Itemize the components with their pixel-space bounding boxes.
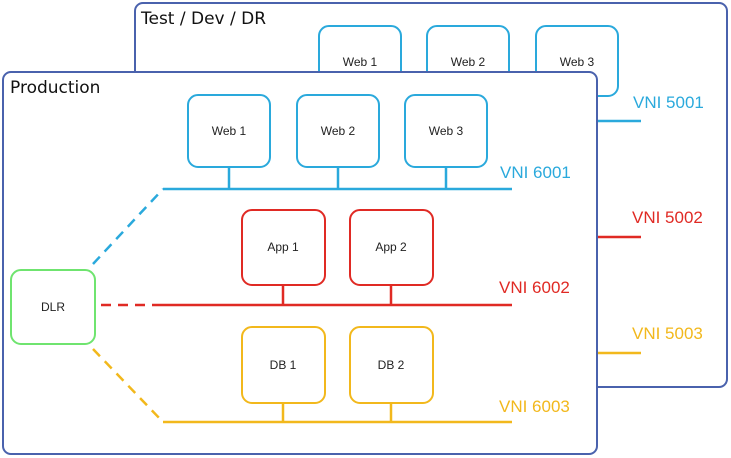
dlr-to-vni-web-link <box>92 188 164 265</box>
dlr-router-label: DLR <box>41 300 65 314</box>
vni-db-label: VNI 6003 <box>499 397 570 416</box>
app-node-2-label: App 2 <box>375 240 407 254</box>
web-node-2-label: Web 2 <box>321 124 356 138</box>
db-node-2-label: DB 2 <box>378 358 405 372</box>
back-panel-title: Test / Dev / DR <box>140 9 266 29</box>
vni-app-label: VNI 6002 <box>499 278 570 297</box>
front-panel: Production Web 1 Web 2 Web 3 VNI 6001 Ap… <box>2 71 598 455</box>
web-node-3-label: Web 3 <box>429 124 464 138</box>
front-panel-title: Production <box>10 78 100 98</box>
app-node-1-label: App 1 <box>267 240 299 254</box>
back-web-node-2-label: Web 2 <box>451 55 486 69</box>
back-web-node-1-label: Web 1 <box>343 55 378 69</box>
back-vni-app-label: VNI 5002 <box>632 208 703 227</box>
back-vni-web-label: VNI 5001 <box>633 93 704 112</box>
back-vni-db-label: VNI 5003 <box>632 324 703 343</box>
db-node-1-label: DB 1 <box>270 358 297 372</box>
vni-web-label: VNI 6001 <box>500 163 571 182</box>
back-web-node-3-label: Web 3 <box>560 55 595 69</box>
dlr-router[interactable] <box>10 269 96 345</box>
web-node-1-label: Web 1 <box>212 124 247 138</box>
